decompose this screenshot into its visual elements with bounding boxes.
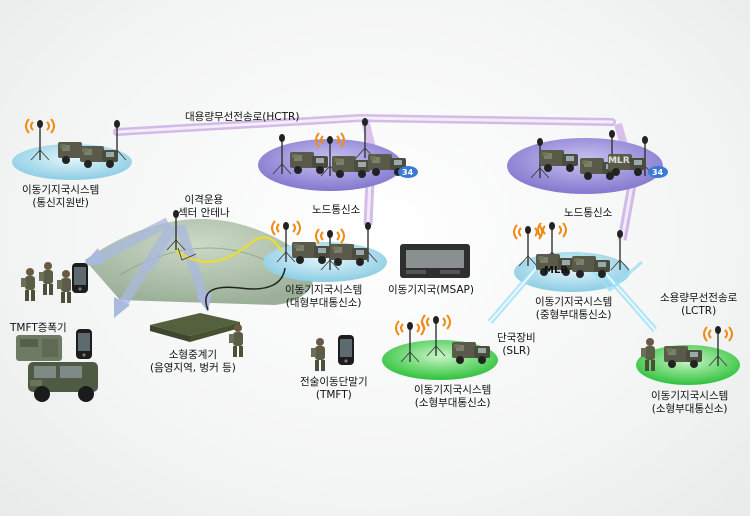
hctr-label: 대용량무선전송로(HCTR) (185, 111, 300, 123)
tactical-terminal-label: 전술이동단말기 (TMFT) (300, 376, 368, 402)
node-badge-1: 34 (402, 168, 414, 177)
msap-unit (400, 244, 470, 278)
medium-unit-line2: (중형부대통신소) (535, 309, 612, 321)
slr-label: 단국장비 (SLR) (497, 332, 536, 358)
node-center-2-label: 노드통신소 (564, 207, 613, 219)
remote-antenna-line1: 이격운용 (184, 194, 224, 206)
relay-cable (205, 267, 286, 311)
slr-line2: (SLR) (502, 345, 531, 357)
comm-support-label: 이동기지국시스템 (통신지원반) (22, 184, 99, 210)
mlr-tag-1: MLR (544, 265, 568, 276)
medium-unit-label: 이동기지국시스템 (중형부대통신소) (535, 296, 612, 322)
mlr-tag-2: MLR (608, 156, 630, 166)
comm-support-line1: 이동기지국시스템 (22, 184, 100, 196)
medium-unit-line1: 이동기지국시스템 (535, 296, 613, 308)
node-center-1-label: 노드통신소 (312, 204, 361, 216)
remote-antenna-label: 이격운용 섹터 안테나 (178, 194, 230, 220)
node-badge-2: 34 (652, 168, 664, 177)
small-unit-1-line2: (소형부대통신소) (414, 397, 491, 409)
lctr-line1: 소용량무선전송로 (660, 292, 738, 304)
svg-text:34: 34 (652, 168, 664, 177)
remote-antenna-line2: 섹터 안테나 (178, 207, 230, 219)
small-unit-2-line2: (소형부대통신소) (651, 403, 728, 415)
tmft-amp-label: TMFT증폭기 (10, 322, 67, 334)
svg-text:MLR: MLR (544, 265, 568, 276)
soldier-group (21, 262, 88, 303)
tactical-terminal (311, 335, 354, 371)
tactical-terminal-line1: 전술이동단말기 (300, 376, 368, 388)
small-relay-line2: (음영지역, 벙커 등) (150, 362, 236, 374)
slr-line1: 단국장비 (497, 332, 536, 344)
msap-label: 이동기지국(MSAP) (388, 284, 474, 296)
sector-arrows (82, 217, 212, 318)
comm-support-line2: (통신지원반) (32, 197, 89, 209)
large-unit-line2: (대형부대통신소) (285, 297, 362, 309)
fiber-cable (174, 236, 284, 264)
small-relay-device (150, 313, 243, 357)
small-unit-2-label: 이동기지국시스템 (소형부대통신소) (651, 390, 728, 416)
small-unit-2-disc (636, 345, 740, 385)
large-unit-line1: 이동기지국시스템 (285, 284, 363, 296)
jeep-vehicle (28, 362, 98, 402)
large-unit-label: 이동기지국시스템 (대형부대통신소) (285, 284, 362, 310)
lctr-label: 소용량무선전송로 (LCTR) (660, 292, 737, 318)
small-relay-line1: 소형중계기 (168, 349, 218, 361)
svg-text:MLR: MLR (608, 156, 630, 166)
tactical-terminal-line2: (TMFT) (315, 389, 352, 401)
small-unit-1-line1: 이동기지국시스템 (414, 384, 492, 396)
small-unit-1-label: 이동기지국시스템 (소형부대통신소) (414, 384, 491, 410)
svg-text:34: 34 (402, 168, 414, 177)
small-unit-2-line1: 이동기지국시스템 (651, 390, 729, 402)
node-center-1-station (272, 117, 418, 178)
small-relay-label: 소형중계기 (음영지역, 벙커 등) (150, 349, 236, 375)
node-center-2-station (530, 129, 668, 180)
tmft-amplifier (16, 329, 92, 361)
node-downlinks (363, 179, 637, 241)
lctr-line2: (LCTR) (681, 305, 717, 317)
